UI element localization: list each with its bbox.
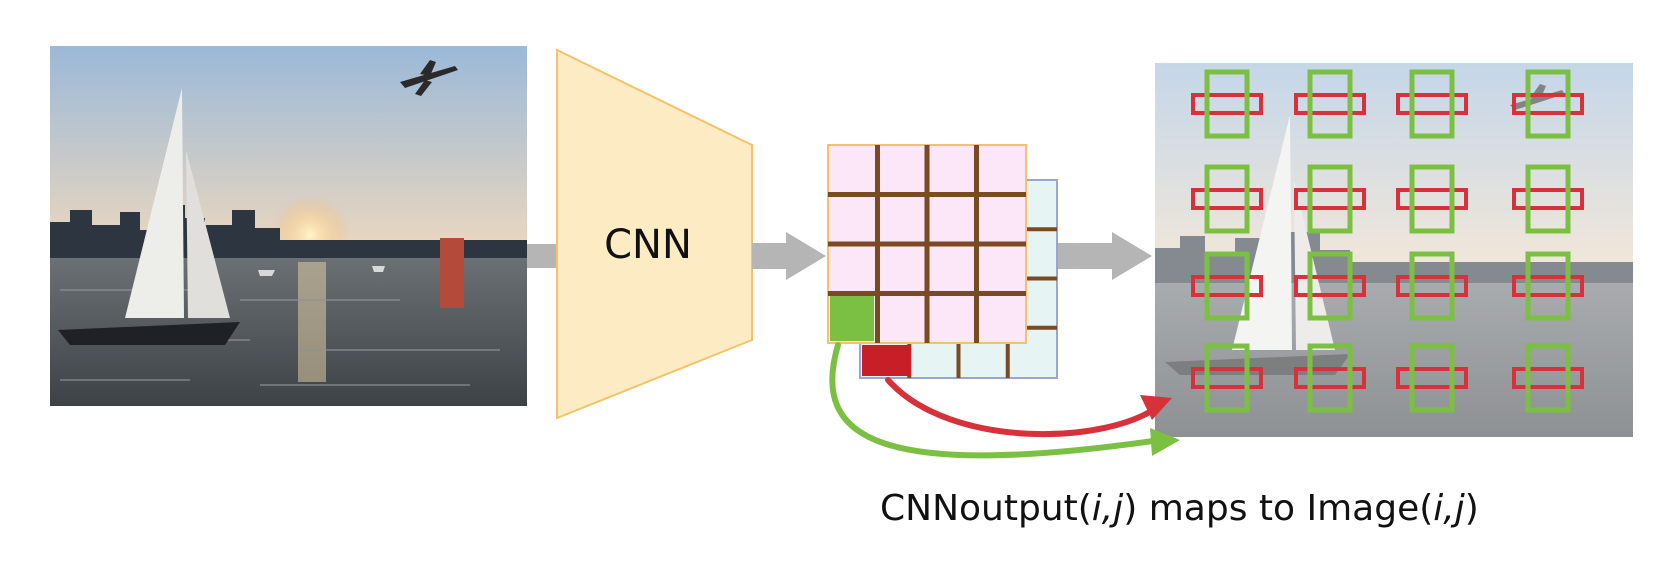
green-anchor-box — [1409, 164, 1455, 234]
green-anchor-box — [1307, 251, 1353, 321]
caption-suffix: ) — [1465, 488, 1479, 529]
cnn-block: CNN — [556, 48, 753, 420]
red-anchor-box — [1396, 188, 1468, 210]
red-anchor-box — [1396, 93, 1468, 115]
cnn-label: CNN — [604, 222, 692, 268]
caption-index-2: i,j — [1433, 488, 1464, 529]
red-arrowhead — [1140, 395, 1172, 420]
arrow-features-to-output — [1058, 232, 1152, 280]
highlight-cell-green — [830, 296, 874, 341]
red-anchor-box — [1191, 93, 1263, 115]
red-anchor-box — [1294, 188, 1366, 210]
feature-map — [827, 144, 1058, 379]
green-mapping-arrow — [829, 342, 1163, 459]
green-arrowhead — [1150, 428, 1180, 456]
green-anchor-box — [1409, 251, 1455, 321]
green-anchor-box — [1307, 164, 1353, 234]
caption-index-1: i,j — [1092, 488, 1123, 529]
red-anchor-box — [1191, 367, 1263, 389]
green-anchor-box — [1525, 343, 1571, 413]
caption: CNNoutput(i,j) maps to Image(i,j) — [880, 488, 1479, 529]
green-anchor-box — [1525, 251, 1571, 321]
green-anchor-box — [1204, 343, 1250, 413]
green-anchor-box — [1204, 164, 1250, 234]
green-anchor-box — [1204, 69, 1250, 139]
input-image — [50, 46, 527, 406]
green-anchor-box — [1409, 69, 1455, 139]
green-anchor-box — [1204, 251, 1250, 321]
red-anchor-box — [1396, 367, 1468, 389]
red-anchor-box — [1512, 275, 1584, 297]
green-anchor-box — [1525, 69, 1571, 139]
arrow-cnn-to-features — [752, 232, 826, 280]
red-anchor-box — [1512, 93, 1584, 115]
caption-prefix: CNNoutput( — [880, 488, 1092, 529]
red-anchor-box — [1396, 275, 1468, 297]
feature-map-front-layer — [827, 144, 1027, 344]
output-image — [1155, 63, 1633, 437]
green-anchor-box — [1307, 69, 1353, 139]
detection-boxes — [1191, 69, 1584, 413]
mapping-arrows — [829, 342, 1180, 459]
highlight-cell-red — [862, 345, 911, 376]
caption-middle: ) maps to Image( — [1123, 488, 1433, 529]
red-anchor-box — [1294, 93, 1366, 115]
red-anchor-box — [1294, 367, 1366, 389]
input-connector — [527, 244, 557, 268]
airplane-icon — [400, 60, 458, 96]
red-mapping-arrow — [885, 377, 1163, 438]
red-anchor-box — [1294, 275, 1366, 297]
red-anchor-box — [1512, 367, 1584, 389]
red-anchor-box — [1512, 188, 1584, 210]
red-anchor-box — [1191, 275, 1263, 297]
red-anchor-box — [1191, 188, 1263, 210]
green-anchor-box — [1307, 343, 1353, 413]
green-anchor-box — [1525, 164, 1571, 234]
green-anchor-box — [1409, 343, 1455, 413]
